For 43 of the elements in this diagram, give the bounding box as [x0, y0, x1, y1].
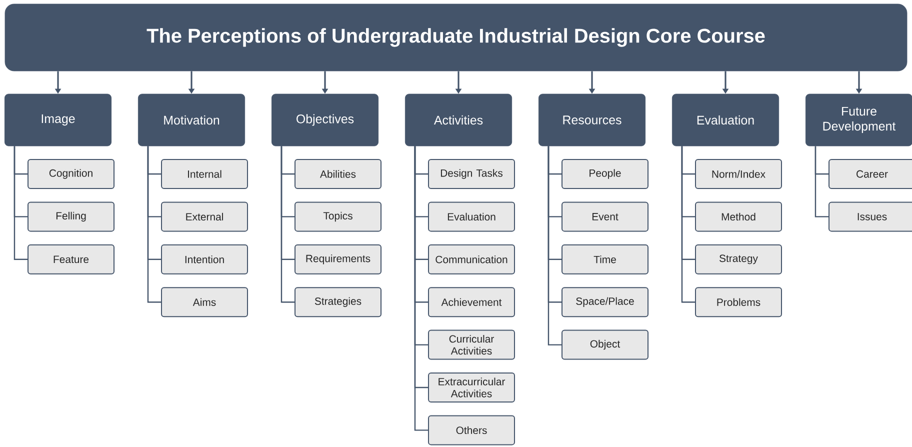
connector-line [681, 146, 695, 303]
item-box: Curricular Activities [428, 330, 515, 360]
category-box: Resources [538, 94, 646, 146]
connector-line [280, 146, 294, 303]
item-box: Career [828, 159, 912, 189]
item-box: Method [695, 202, 782, 232]
item-box: Felling [28, 202, 114, 232]
item-box: Strategy [695, 244, 782, 274]
item-box: Achievement [428, 287, 515, 318]
category-box: Objectives [271, 94, 379, 146]
item-box: Norm/Index [695, 159, 782, 189]
item-box: Feature [28, 244, 114, 274]
item-box: Aims [161, 287, 248, 318]
item-box: Issues [828, 202, 912, 232]
item-box: Event [562, 202, 648, 232]
item-box: Communication [428, 244, 515, 274]
item-box: Internal [161, 159, 248, 189]
item-box: Evaluation [428, 202, 515, 232]
item-box: Space/Place [562, 287, 648, 318]
item-box: Requirements [294, 244, 382, 274]
item-box: Time [562, 244, 648, 274]
category-box: Activities [404, 94, 512, 146]
item-box: Problems [695, 287, 782, 318]
category-box: Motivation [138, 94, 246, 146]
item-box: Object [562, 330, 648, 360]
connector-line [548, 146, 562, 346]
connector-line [14, 146, 28, 260]
title-banner: The Perceptions of Undergraduate Industrial Design Core Course [4, 4, 908, 72]
item-box: Strategies [294, 287, 382, 318]
item-box: Abilities [294, 159, 382, 189]
item-box: Intention [161, 244, 248, 274]
item-box: People [562, 159, 648, 189]
item-box: Others [428, 415, 515, 446]
category-box: Future Development [805, 94, 912, 146]
item-box: Cognition [28, 159, 114, 189]
item-box: Extracurricular Activities [428, 372, 515, 402]
item-box: Topics [294, 202, 382, 232]
item-box: Design Tasks [428, 159, 515, 189]
connector-line [147, 146, 161, 303]
connector-line [814, 146, 828, 218]
category-box: Evaluation [672, 94, 780, 146]
item-box: External [161, 202, 248, 232]
category-box: Image [4, 94, 112, 146]
